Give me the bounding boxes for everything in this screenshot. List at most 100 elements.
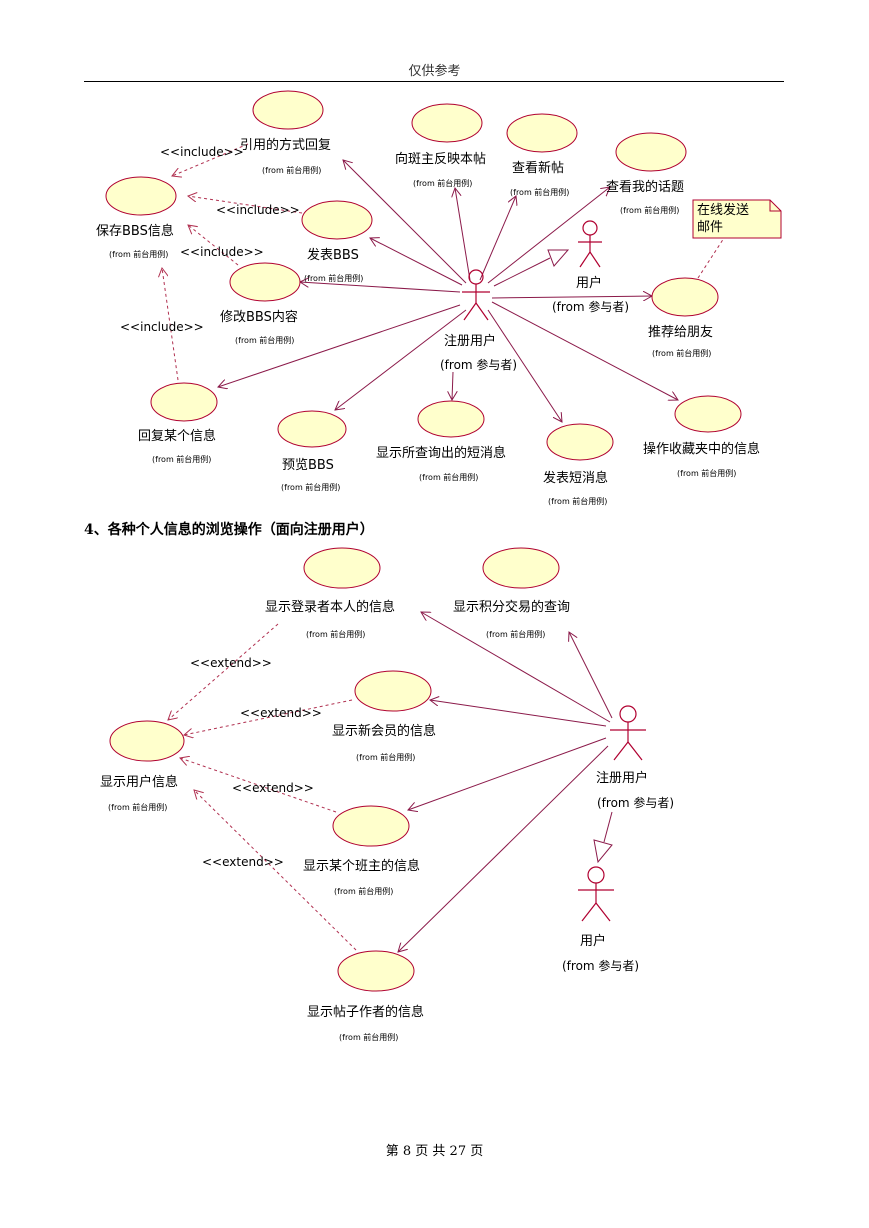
usecase-self-info-label: 显示登录者本人的信息 (265, 599, 395, 615)
actor-head (619, 705, 637, 723)
actor-user-1 (578, 220, 602, 268)
usecase-points-query-ellipse (482, 547, 560, 589)
usecase-report-post-ellipse (411, 103, 483, 143)
svg-text:(from 前台用例): (from 前台用例) (235, 335, 294, 345)
usecase-view-new-ellipse (506, 113, 578, 153)
note-online-mail: 在线发送 邮件 (692, 199, 782, 239)
assoc-points-query (569, 632, 613, 719)
page-footer: 第 8 页 共 27 页 (385, 1144, 484, 1159)
usecase-save-bbs-label: 保存BBS信息 (96, 223, 174, 239)
assoc-reply-info (218, 304, 461, 387)
usecase-favorites-ellipse (674, 395, 742, 433)
svg-text:(from 前台用例): (from 前台用例) (356, 752, 415, 762)
include-label: <<include>> (120, 320, 204, 334)
svg-text:(from 前台用例): (from 前台用例) (334, 886, 393, 896)
usecase-report-post-label: 向斑主反映本帖 (395, 151, 486, 167)
assoc-edit-bbs (300, 282, 461, 293)
extend-author-to-user (194, 790, 357, 951)
assoc-report-post (455, 188, 471, 281)
actor-registered-user-1 (462, 269, 490, 321)
svg-text:(from 前台用例): (from 前台用例) (281, 482, 340, 492)
usecase-my-topics-ellipse (615, 132, 687, 172)
diagram-personal-info: <<extend>> <<extend>> <<extend>> <<exten… (100, 547, 674, 1042)
note-connector (697, 237, 725, 279)
extend-label: <<extend>> (232, 781, 314, 795)
usecase-user-info-label: 显示用户信息 (100, 774, 178, 790)
generalization-triangle-2 (593, 839, 613, 864)
actor-registered-user-2 (610, 705, 646, 761)
assoc-view-new (479, 196, 516, 281)
usecase-moderator-info-ellipse (332, 805, 410, 847)
svg-text:(from 前台用例): (from 前台用例) (620, 205, 679, 215)
usecase-send-msg-label: 发表短消息 (543, 470, 608, 486)
svg-text:(from 前台用例): (from 前台用例) (339, 1032, 398, 1042)
usecase-self-info-ellipse (303, 547, 381, 589)
note-line-1: 在线发送 (697, 202, 749, 218)
usecase-moderator-info-label: 显示某个班主的信息 (303, 858, 420, 874)
generalization-line-1 (493, 257, 551, 287)
diagram-bbs-usecases: 在线发送 邮件 <<include>> <<include>> <<includ… (96, 90, 782, 506)
assoc-moderator (408, 737, 607, 810)
usecase-post-bbs-label: 发表BBS (307, 247, 359, 263)
actor-registered-user-2-label: 注册用户 (596, 770, 648, 786)
associations-2 (398, 612, 613, 952)
usecase-quote-reply-label: 引用的方式回复 (240, 137, 331, 153)
generalization-line-2 (603, 811, 613, 843)
svg-text:(from 参与者): (from 参与者) (440, 357, 517, 372)
svg-text:(from 前台用例): (from 前台用例) (677, 468, 736, 478)
svg-text:(from 前台用例): (from 前台用例) (652, 348, 711, 358)
assoc-new-member (430, 700, 607, 727)
svg-text:(from 前台用例): (from 前台用例) (152, 454, 211, 464)
svg-text:(from 前台用例): (from 前台用例) (304, 273, 363, 283)
svg-text:(from 前台用例): (from 前台用例) (108, 802, 167, 812)
actor-head (587, 866, 605, 884)
svg-text:(from 参与者): (from 参与者) (552, 299, 629, 314)
svg-text:(from 前台用例): (from 前台用例) (419, 472, 478, 482)
svg-text:(from 前台用例): (from 前台用例) (262, 165, 321, 175)
usecase-show-msgs-label: 显示所查询出的短消息 (376, 445, 506, 461)
extend-new-to-user (184, 699, 353, 735)
actor-user-1-label: 用户 (576, 275, 602, 291)
usecase-author-info-ellipse (337, 950, 415, 992)
usecase-recommend-label: 推荐给朋友 (648, 324, 713, 340)
usecase-show-msgs-ellipse (417, 400, 485, 438)
actor-user-2 (578, 866, 614, 922)
svg-text:(from 参与者): (from 参与者) (597, 795, 674, 810)
includes-1 (162, 143, 725, 381)
include-label: <<include>> (216, 203, 300, 217)
include-reply-to-save (162, 268, 179, 381)
assoc-send-msg (487, 309, 562, 422)
usecase-user-info-ellipse (109, 720, 185, 762)
svg-text:(from 前台用例): (from 前台用例) (109, 249, 168, 259)
svg-text:(from 前台用例): (from 前台用例) (510, 187, 569, 197)
assoc-author (398, 745, 609, 952)
actor-head (582, 220, 598, 236)
assoc-favorites (491, 301, 678, 400)
include-quote-to-save (172, 143, 249, 176)
section-heading: 4、各种个人信息的浏览操作（面向注册用户） (84, 522, 374, 538)
generalization-triangle-1 (547, 249, 570, 267)
actor-user-2-label: 用户 (580, 933, 606, 949)
usecase-author-info-label: 显示帖子作者的信息 (307, 1004, 424, 1020)
usecase-preview-bbs-ellipse (277, 410, 347, 448)
header-rule (84, 81, 784, 82)
assoc-my-topics (487, 187, 610, 284)
extend-self-to-user (168, 623, 279, 720)
usecase-reply-info-label: 回复某个信息 (138, 428, 216, 444)
page-header: 仅供参考 (408, 64, 461, 79)
extend-label: <<extend>> (190, 656, 272, 670)
assoc-post-bbs (370, 238, 463, 286)
extends-2 (168, 623, 357, 951)
usecase-my-topics-label: 查看我的话题 (606, 179, 684, 195)
svg-text:(from 参与者): (from 参与者) (562, 958, 639, 973)
svg-text:(from 前台用例): (from 前台用例) (548, 496, 607, 506)
note-line-2: 邮件 (697, 220, 723, 235)
assoc-self-info (421, 612, 611, 723)
associations-1 (218, 160, 678, 422)
usecase-new-member-ellipse (354, 670, 432, 712)
include-post-to-save (188, 196, 303, 214)
extend-label: <<extend>> (240, 706, 322, 720)
svg-text:(from 前台用例): (from 前台用例) (486, 629, 545, 639)
